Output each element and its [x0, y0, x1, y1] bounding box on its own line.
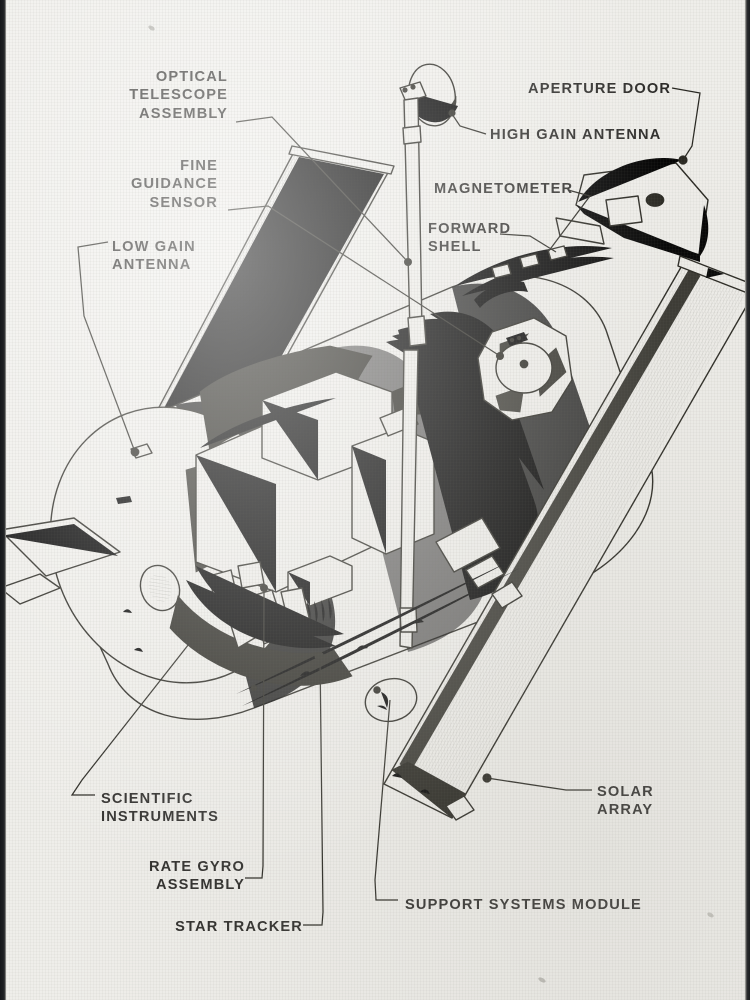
label-support-systems-module: SUPPORT SYSTEMS MODULE: [405, 897, 642, 913]
aperture-door: [575, 155, 709, 262]
label-star-tracker: STAR TRACKER: [175, 919, 303, 935]
label-aperture-door: APERTURE DOOR: [528, 81, 672, 97]
label-optical-telescope-assembly: OPTICAL TELESCOPE ASSEMBLY: [129, 69, 228, 122]
page-edge-right: [745, 0, 750, 1000]
label-rate-gyro-assembly: RATE GYRO ASSEMBLY: [148, 859, 245, 894]
label-high-gain-antenna: HIGH GAIN ANTENNA: [490, 127, 662, 143]
label-magnetometer: MAGNETOMETER: [434, 181, 574, 197]
label-fine-guidance-sensor: FINE GUIDANCE SENSOR: [130, 158, 218, 211]
page-edge-left: [0, 0, 6, 1000]
label-solar-array: SOLAR ARRAY: [597, 784, 654, 819]
label-low-gain-antenna: LOW GAIN ANTENNA: [112, 239, 196, 274]
label-scientific-instruments: SCIENTIFIC INSTRUMENTS: [101, 791, 220, 826]
label-forward-shell: FORWARD SHELL: [428, 221, 512, 256]
